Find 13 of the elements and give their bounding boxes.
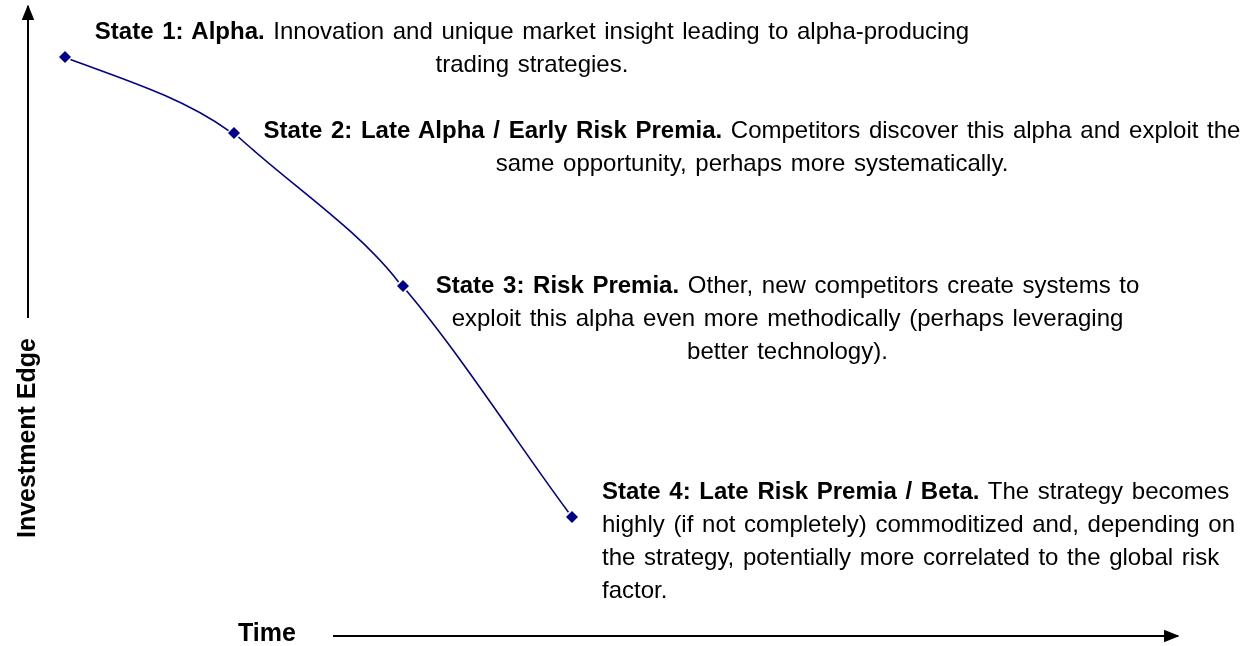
data-point: [228, 127, 240, 139]
data-point: [566, 511, 578, 523]
axis-label: Investment Edge: [12, 338, 41, 539]
data-point: [59, 51, 71, 63]
annotation-text: State 4: Late Risk Premia / Beta. The strategy becomes highly (if not completely) commoditized and, depending on the strategy, potentially more correlated to the global risk factor.: [602, 476, 1237, 605]
annotation-text: State 3: Risk Premia. Other, new competitors create systems to exploit this alpha even more methodically (perhaps leveraging better technology).: [434, 270, 1141, 366]
data-point: [397, 280, 409, 292]
axis-label: Time: [238, 618, 296, 646]
curve-line: [405, 290, 570, 513]
curve-line: [69, 58, 230, 132]
curve-line: [237, 136, 400, 283]
annotation-text: State 2: Late Alpha / Early Risk Premia. Competitors discover this alpha and exploit the same opportunity, perhaps more systematically.: [262, 115, 1242, 178]
annotation-text: State 1: Alpha. Innovation and unique market insight leading to alpha-producing trading strategies.: [93, 16, 971, 79]
